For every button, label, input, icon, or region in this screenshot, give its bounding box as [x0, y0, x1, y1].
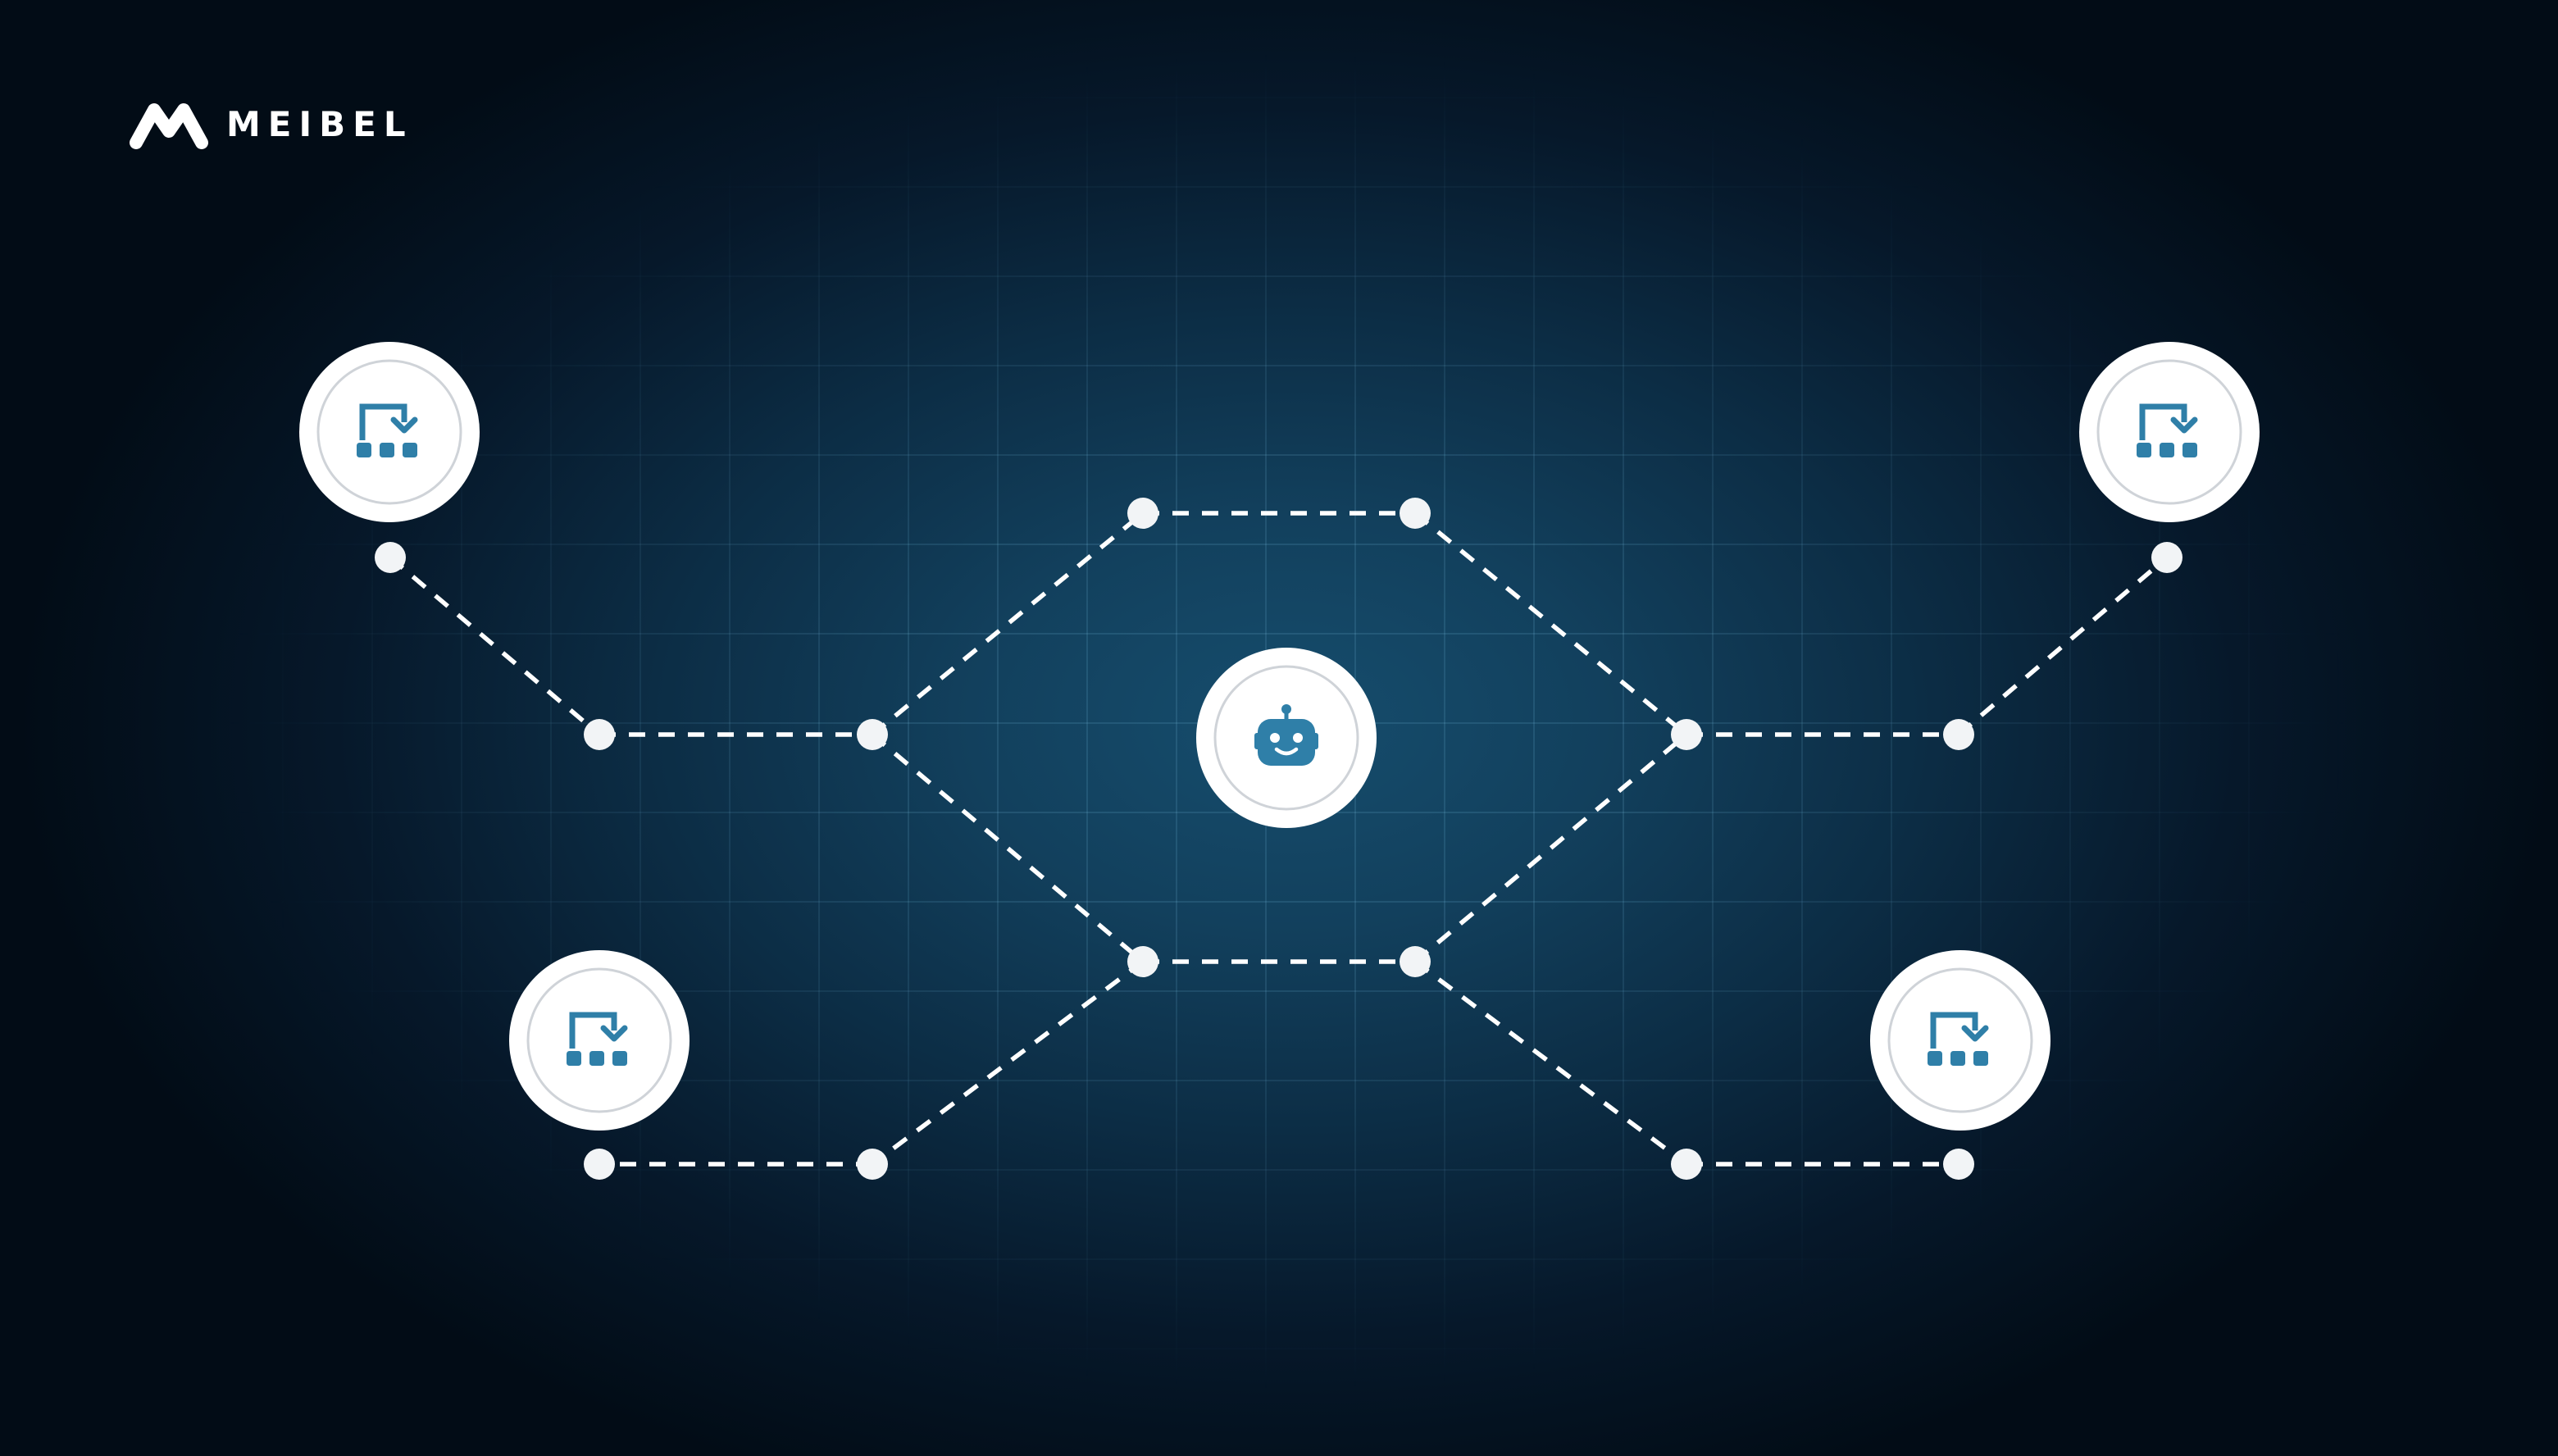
- junction-dot: [1943, 719, 1974, 750]
- connector: [1413, 732, 1688, 964]
- connector: [389, 555, 601, 737]
- junction-dot: [2151, 542, 2182, 573]
- junction-dot: [857, 719, 888, 750]
- junction-dot: [1671, 719, 1702, 750]
- workflow-node-top-left: [299, 342, 480, 522]
- connector: [1957, 555, 2169, 737]
- connector: [1413, 511, 1688, 737]
- connector: [1413, 959, 1688, 1167]
- connector: [871, 732, 1145, 964]
- junction-dot: [584, 1149, 615, 1180]
- junction-dots: [375, 498, 2182, 1180]
- junction-dot: [1671, 1149, 1702, 1180]
- junction-dot: [1943, 1149, 1974, 1180]
- workflow-node-bottom-left: [509, 950, 690, 1131]
- junction-dot: [1127, 946, 1158, 977]
- junction-dot: [857, 1149, 888, 1180]
- center-agent-node: [1196, 648, 1377, 828]
- junction-dot: [375, 542, 406, 573]
- junction-dot: [1127, 498, 1158, 529]
- workflow-node-top-right: [2079, 342, 2260, 522]
- connectors: [389, 511, 2169, 1167]
- connector: [871, 511, 1145, 737]
- junction-dot: [1400, 946, 1431, 977]
- meibel-m-logo-icon: [130, 103, 208, 149]
- workflow-node-bottom-right: [1870, 950, 2050, 1131]
- junction-dot: [1400, 498, 1431, 529]
- connector: [871, 959, 1145, 1167]
- brand-logo: MEIBEL: [130, 100, 413, 149]
- brand-name: MEIBEL: [226, 104, 413, 144]
- junction-dot: [584, 719, 615, 750]
- robot-icon: [1254, 704, 1318, 766]
